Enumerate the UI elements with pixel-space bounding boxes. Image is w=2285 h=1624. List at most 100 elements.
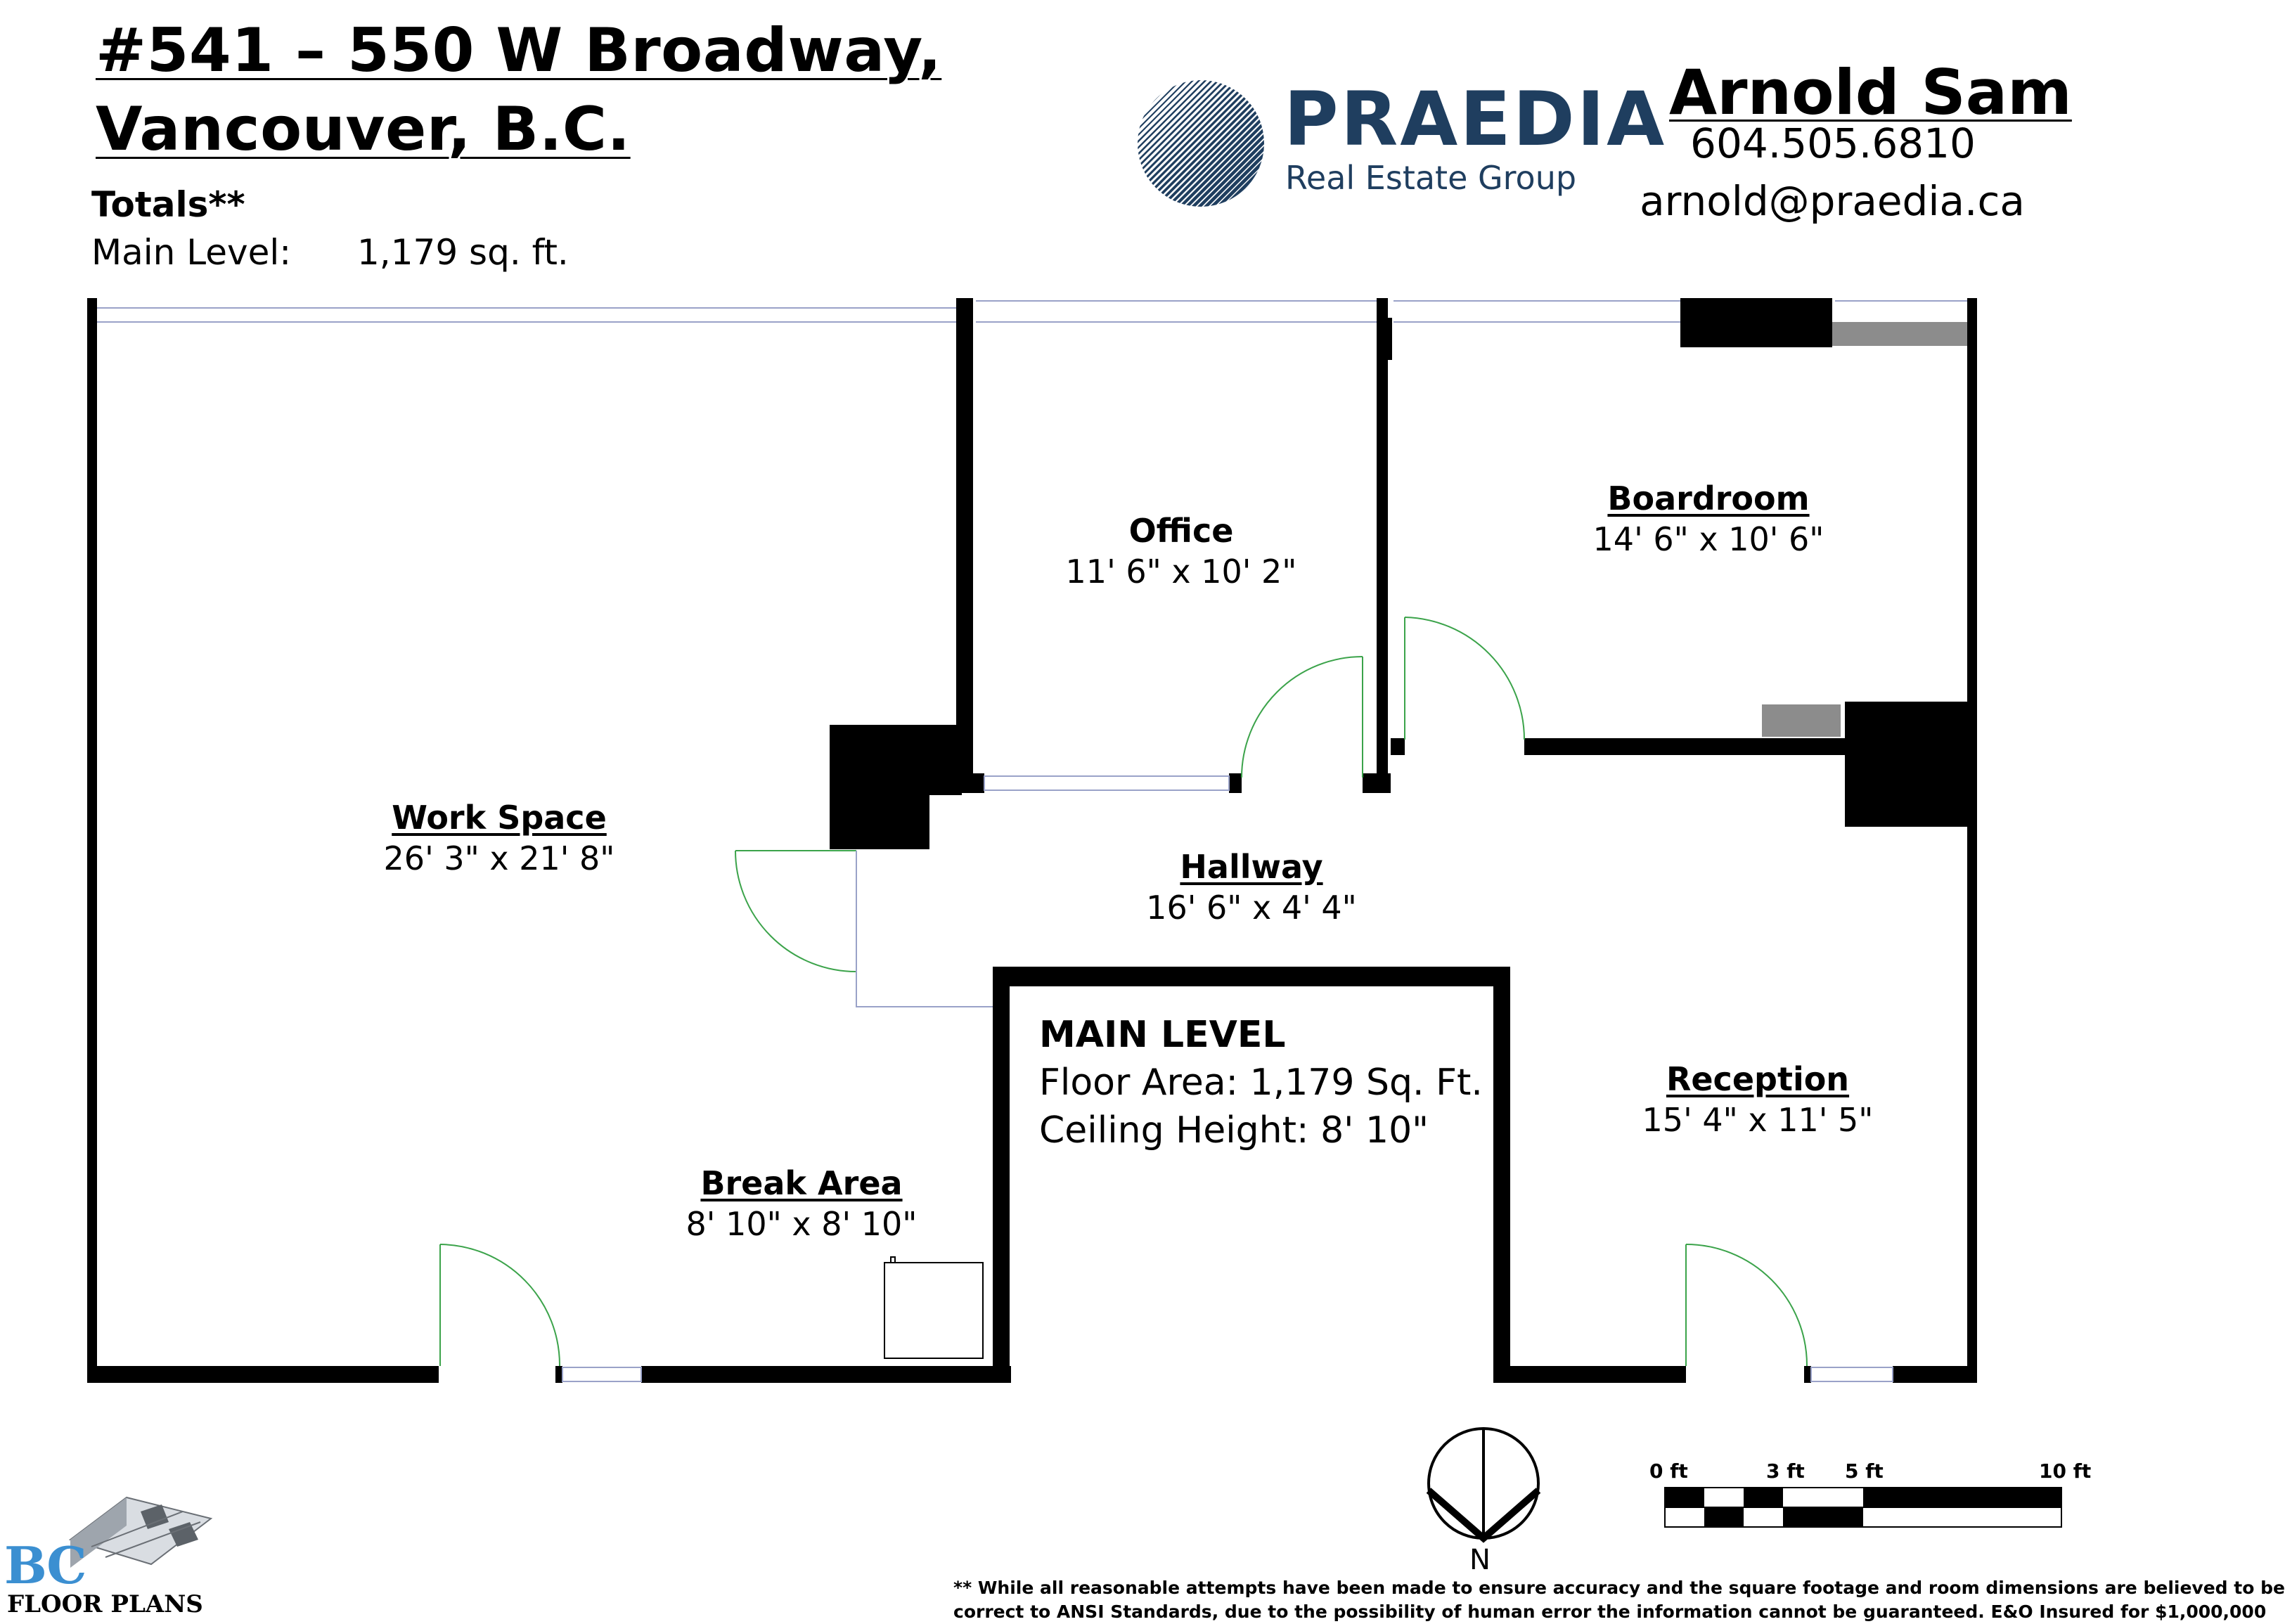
bc-floor-plans-logo-icon bbox=[68, 1496, 213, 1568]
room-name: Hallway bbox=[1180, 848, 1323, 886]
brand-tagline: Real Estate Group bbox=[1285, 159, 1577, 197]
totals-label: Totals** bbox=[91, 184, 245, 225]
summary-ceiling-height: Ceiling Height: 8' 10" bbox=[1039, 1109, 1429, 1152]
logo-stripe bbox=[1177, 80, 1264, 207]
agent-email[interactable]: arnold@praedia.ca bbox=[1640, 177, 2025, 225]
disclaimer: ** While all reasonable attempts have be… bbox=[953, 1576, 2285, 1624]
logo-stripe bbox=[1138, 80, 1221, 207]
logo-stripe bbox=[1138, 80, 1177, 207]
wall-boardroom-south bbox=[1524, 738, 1869, 755]
core-east bbox=[1493, 967, 1510, 1383]
logo-stripe bbox=[1138, 80, 1171, 207]
address-line-1: #541 – 550 W Broadway, bbox=[96, 15, 942, 86]
compass-label: N bbox=[1469, 1544, 1491, 1576]
summary-floor-area: Floor Area: 1,179 Sq. Ft. bbox=[1039, 1062, 1483, 1104]
logo-stripe bbox=[1145, 80, 1264, 207]
logo-stripe bbox=[1171, 80, 1264, 207]
compass-icon bbox=[1426, 1427, 1541, 1543]
room-dims: 14' 6" x 10' 6" bbox=[1592, 520, 1824, 558]
logo-stripe bbox=[1138, 80, 1264, 207]
floor-plan-drawing bbox=[68, 80, 2062, 1568]
logo-stripe bbox=[1190, 80, 1264, 207]
pillar-east bbox=[1845, 702, 1969, 827]
wall-south-1 bbox=[87, 1366, 439, 1383]
wall-south-2 bbox=[641, 1366, 1011, 1383]
logo-stripe bbox=[1138, 80, 1228, 207]
wall-boardroom-south-jamb bbox=[1391, 738, 1405, 755]
scale-bar bbox=[1664, 1487, 2062, 1528]
logo-stripe bbox=[1138, 80, 1152, 207]
logo-stripe bbox=[1196, 80, 1264, 207]
logo-stripe bbox=[1138, 80, 1202, 207]
logo-stripe bbox=[1138, 80, 1260, 207]
logo-stripe bbox=[1138, 80, 1196, 207]
scale-label-0: 0 ft bbox=[1649, 1459, 1688, 1483]
core-west bbox=[993, 967, 1010, 1383]
agent-name: Arnold Sam bbox=[1669, 56, 2072, 129]
room-dims: 26' 3" x 21' 8" bbox=[383, 839, 615, 877]
door-swings bbox=[439, 617, 1808, 1367]
room-office: Office 11' 6" x 10' 2" bbox=[1041, 512, 1322, 591]
logo-stripe bbox=[1138, 80, 1145, 207]
logo-stripe bbox=[1138, 80, 1183, 207]
main-level-area: 1,179 sq. ft. bbox=[357, 232, 569, 273]
main-level-summary: MAIN LEVEL Floor Area: 1,179 Sq. Ft. Cei… bbox=[1039, 1011, 1483, 1154]
room-boardroom: Boardroom 14' 6" x 10' 6" bbox=[1561, 479, 1856, 558]
logo-stripe bbox=[1138, 80, 1215, 207]
agent-phone[interactable]: 604.505.6810 bbox=[1690, 120, 1976, 167]
brand-name: PRAEDIA bbox=[1284, 76, 1667, 162]
room-dims: 11' 6" x 10' 2" bbox=[1065, 553, 1297, 591]
scale-label-5: 5 ft bbox=[1845, 1459, 1884, 1483]
logo-stripe bbox=[1138, 80, 1254, 207]
scale-label-3: 3 ft bbox=[1766, 1459, 1805, 1483]
logo-stripe bbox=[1183, 80, 1264, 207]
appliance bbox=[884, 1256, 984, 1359]
bc-logo-initials: BC bbox=[4, 1535, 86, 1595]
pillar-west-2 bbox=[830, 773, 929, 849]
wall-office-south-2 bbox=[1229, 773, 1242, 793]
wall-south-3 bbox=[1496, 1366, 1686, 1383]
logo-stripe bbox=[1138, 80, 1158, 207]
grey-fills bbox=[1762, 322, 1967, 737]
thresholds bbox=[562, 775, 1893, 1382]
room-work-space: Work Space 26' 3" x 21' 8" bbox=[352, 799, 647, 877]
disclaimer-line-1: ** While all reasonable attempts have be… bbox=[953, 1578, 2285, 1598]
room-name: Work Space bbox=[392, 799, 607, 837]
room-break-area: Break Area 8' 10" x 8' 10" bbox=[661, 1164, 942, 1243]
wall-south-4 bbox=[1893, 1366, 1977, 1383]
wall-west bbox=[87, 298, 97, 1383]
room-dims: 8' 10" x 8' 10" bbox=[686, 1205, 918, 1243]
column-top bbox=[1680, 298, 1832, 347]
logo-stripe bbox=[1158, 80, 1264, 207]
logo-stripe bbox=[1138, 80, 1190, 207]
room-hallway: Hallway 16' 6" x 4' 4" bbox=[1111, 848, 1392, 927]
wall-office-east-jamb bbox=[1363, 773, 1391, 793]
floor-plan-page: #541 – 550 W Broadway, Vancouver, B.C. T… bbox=[4, 15, 2285, 1622]
summary-title: MAIN LEVEL bbox=[1039, 1014, 1286, 1056]
main-level-label: Main Level: bbox=[91, 232, 292, 273]
logo-stripe bbox=[1152, 80, 1264, 207]
room-name: Office bbox=[1128, 512, 1234, 550]
wall-office-east bbox=[1377, 298, 1388, 793]
logo-stripe bbox=[1138, 80, 1234, 207]
bc-logo-text: FLOOR PLANS bbox=[7, 1590, 203, 1618]
room-name: Boardroom bbox=[1607, 479, 1810, 517]
wall-east bbox=[1967, 298, 1977, 1383]
wall-office-west bbox=[956, 298, 973, 783]
top-windows bbox=[97, 300, 1967, 323]
room-dims: 15' 4" x 11' 5" bbox=[1642, 1101, 1874, 1139]
disclaimer-line-2: correct to ANSI Standards, due to the po… bbox=[953, 1602, 2267, 1622]
core-north bbox=[993, 967, 1510, 986]
logo-stripe bbox=[1138, 80, 1240, 207]
logo-stripe bbox=[1138, 80, 1247, 207]
logo-stripe bbox=[1138, 80, 1209, 207]
logo-stripe bbox=[1164, 80, 1264, 207]
logo-stripe bbox=[1138, 80, 1164, 207]
room-dims: 16' 6" x 4' 4" bbox=[1146, 889, 1357, 927]
room-name: Break Area bbox=[700, 1164, 903, 1202]
scale-label-10: 10 ft bbox=[2039, 1459, 2092, 1483]
room-reception: Reception 15' 4" x 11' 5" bbox=[1617, 1060, 1898, 1139]
door-jambs bbox=[555, 1366, 1811, 1383]
walls bbox=[87, 298, 1977, 1383]
address-line-2: Vancouver, B.C. bbox=[96, 94, 631, 165]
